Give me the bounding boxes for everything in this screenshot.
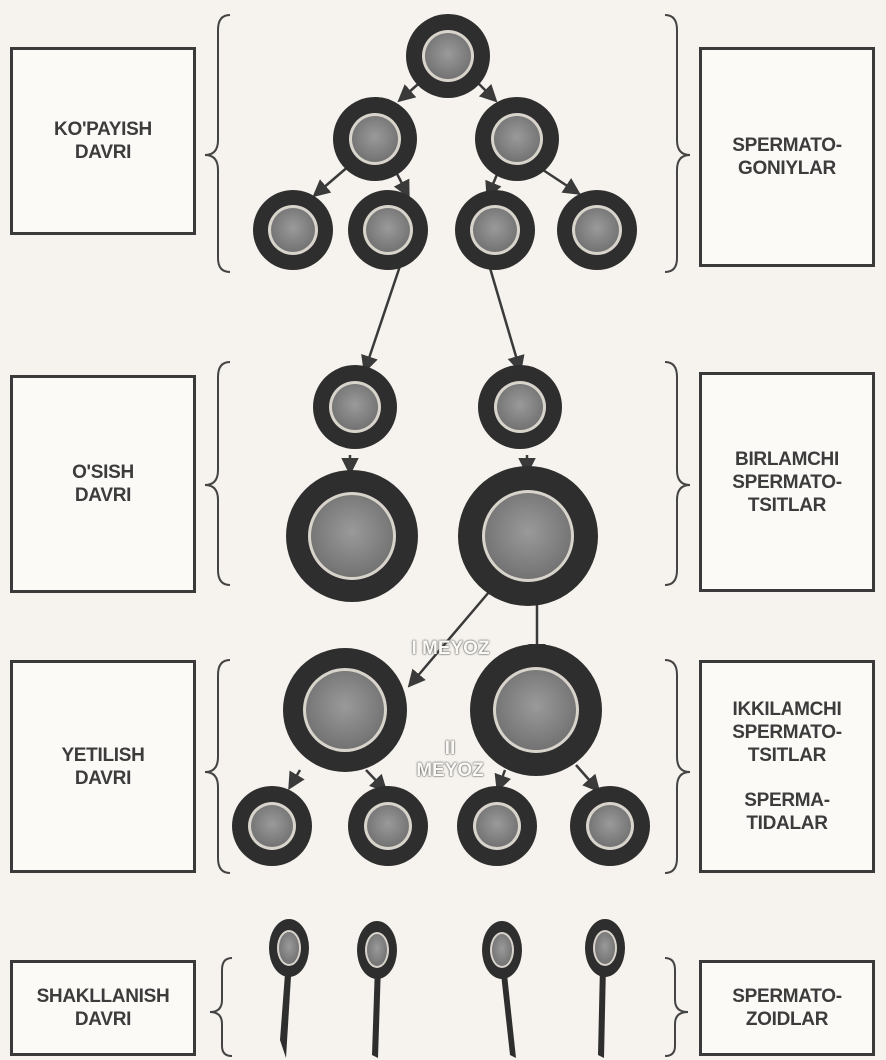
stage-box-proliferation: KO'PAYISH DAVRI (10, 47, 196, 235)
left-brace-maturation (205, 660, 230, 873)
stage-label-proliferation: KO'PAYISH DAVRI (54, 118, 152, 164)
arrow-gonia-6 (540, 168, 578, 193)
spermatogonium-top (406, 14, 490, 98)
stage-box-maturation: YETILISH DAVRI (10, 660, 196, 873)
left-brace-growth (205, 362, 230, 585)
spermatozoon-2 (357, 921, 397, 1058)
cell-type-label-spermatozoa: SPERMATO- ZOIDLAR (732, 985, 842, 1031)
arrow-meiosis-one-left (410, 585, 495, 685)
meiosis-two-label: II MEYOZ (400, 738, 500, 782)
spermatid-4 (570, 786, 650, 866)
arrow-to-primary-left (365, 266, 400, 370)
primary-spermatocyte-small-left (313, 365, 397, 449)
right-brace-maturation (665, 660, 690, 873)
stage-box-growth: O'SISH DAVRI (10, 375, 196, 593)
stage-label-growth: O'SISH DAVRI (72, 461, 134, 507)
primary-spermatocyte-small-right (478, 365, 562, 449)
left-brace-proliferation (205, 15, 230, 272)
spermatid-1 (232, 786, 312, 866)
spermatozoon-1 (269, 919, 309, 1058)
spermatozoon-4 (585, 919, 625, 1058)
stage-label-maturation: YETILISH DAVRI (61, 744, 144, 790)
spermatozoon-3 (482, 921, 522, 1058)
spermatid-3 (457, 786, 537, 866)
stage-label-formation: SHAKLLANISH DAVRI (37, 985, 170, 1031)
arrow-spermatid-1 (290, 770, 300, 787)
cell-type-box-spermatogonia: SPERMATO- GONIYLAR (699, 47, 875, 267)
cell-type-box-primary-spermatocytes: BIRLAMCHI SPERMATO- TSITLAR (699, 372, 875, 592)
spermatogonium-left (333, 97, 417, 181)
spermatogonium-right (475, 97, 559, 181)
arrow-spermatid-4 (576, 765, 598, 790)
arrow-to-primary-right (490, 268, 520, 370)
cell-type-box-maturation: IKKILAMCHI SPERMATO- TSITLAR SPERMA- TID… (699, 660, 875, 873)
secondary-spermatocyte-left (283, 648, 407, 772)
cell-type-label-primary-spermatocytes: BIRLAMCHI SPERMATO- TSITLAR (732, 448, 842, 517)
cell-type-label-secondary-spermatocytes: IKKILAMCHI SPERMATO- TSITLAR (732, 698, 842, 767)
right-brace-proliferation (665, 15, 690, 272)
spermatogonium-bottom-3 (455, 190, 535, 270)
right-brace-formation (665, 958, 688, 1056)
arrow-gonia-3 (315, 165, 350, 195)
spermatogonium-bottom-1 (253, 190, 333, 270)
primary-spermatocyte-large-right (458, 466, 598, 606)
spermatogonium-bottom-2 (348, 190, 428, 270)
spermatozoa (269, 919, 625, 1058)
primary-spermatocyte-large-left (286, 470, 418, 602)
left-brace-formation (210, 958, 232, 1056)
right-brace-growth (665, 362, 690, 585)
meiosis-one-label: I MEYOZ (388, 638, 513, 660)
spermatogonium-bottom-4 (557, 190, 637, 270)
spermatid-2 (348, 786, 428, 866)
stage-box-formation: SHAKLLANISH DAVRI (10, 960, 196, 1056)
cell-type-box-spermatozoa: SPERMATO- ZOIDLAR (699, 960, 875, 1056)
cell-type-label-spermatogonia: SPERMATO- GONIYLAR (732, 134, 842, 180)
cell-type-label-spermatids: SPERMA- TIDALAR (744, 789, 830, 835)
